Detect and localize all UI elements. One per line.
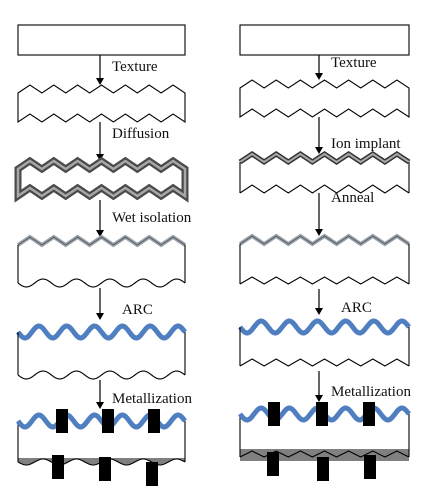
finished-cell — [238, 402, 411, 481]
arrow-head — [96, 402, 104, 409]
front-contact — [102, 409, 114, 433]
arrow-step-2 — [315, 117, 323, 154]
step-label-2: Diffusion — [112, 126, 170, 142]
rear-contact — [364, 455, 376, 479]
wafer-bottom — [239, 184, 410, 194]
textured-wafer — [239, 79, 410, 119]
arrow-texture — [315, 55, 323, 80]
front-contact — [363, 402, 375, 426]
arrow-head — [96, 78, 104, 85]
step-label-arc: ARC — [341, 300, 372, 316]
step-label-3: Anneal — [331, 190, 374, 206]
front-contact — [148, 409, 160, 433]
step-label-metallization: Metallization — [331, 384, 411, 400]
emitter-layer-edge — [239, 235, 410, 245]
wafer-bottom — [239, 358, 410, 367]
step-label-arc: ARC — [122, 302, 153, 318]
rear-contact — [52, 455, 64, 479]
step-label-3: Wet isolation — [112, 210, 192, 226]
emitter-wafer — [238, 233, 411, 285]
diffused-wafer — [14, 156, 189, 203]
arrow-arc — [96, 288, 104, 320]
finished-cell — [16, 409, 187, 486]
front-contact — [316, 402, 328, 426]
front-contact — [56, 409, 68, 433]
arrow-head — [315, 73, 323, 80]
implanted-wafer — [238, 150, 411, 194]
arrow-arc — [315, 289, 323, 315]
rear-contact — [317, 457, 329, 481]
arrow-texture — [96, 55, 104, 85]
rear-contact — [146, 462, 158, 486]
textured-wafer — [17, 84, 186, 124]
emitter-wafer — [16, 234, 187, 288]
rear-contact — [267, 452, 279, 476]
implant-layer-inner — [239, 152, 410, 164]
arrow-head — [315, 229, 323, 236]
initial-wafer — [239, 24, 410, 56]
front-contact — [268, 402, 280, 426]
arrow-metallization — [315, 371, 323, 402]
arrow-head — [315, 395, 323, 402]
arrow-head — [96, 230, 104, 237]
arc-layer — [16, 323, 187, 341]
diffused-layer — [16, 159, 187, 199]
wafer-bottom — [17, 370, 186, 380]
initial-wafer — [17, 24, 186, 56]
arc-coated-wafer — [238, 318, 411, 367]
arrow-head — [96, 154, 104, 161]
arrow-step-3 — [315, 193, 323, 236]
emitter-layer-edge — [17, 236, 186, 246]
arrow-head — [96, 313, 104, 320]
step-label-metallization: Metallization — [112, 391, 192, 407]
step-label-2: Ion implant — [331, 136, 401, 152]
wafer-bottom — [239, 276, 410, 285]
step-label-texture: Texture — [331, 55, 377, 71]
arc-coated-wafer — [16, 323, 187, 380]
arrow-step-2 — [96, 122, 104, 161]
arrow-head — [315, 308, 323, 315]
rear-contact — [99, 457, 111, 481]
arc-layer — [238, 318, 411, 336]
arrow-head — [315, 147, 323, 154]
arrow-step-3 — [96, 200, 104, 237]
step-label-texture: Texture — [112, 59, 158, 75]
wafer-bottom — [17, 278, 186, 288]
arrow-metallization — [96, 380, 104, 409]
